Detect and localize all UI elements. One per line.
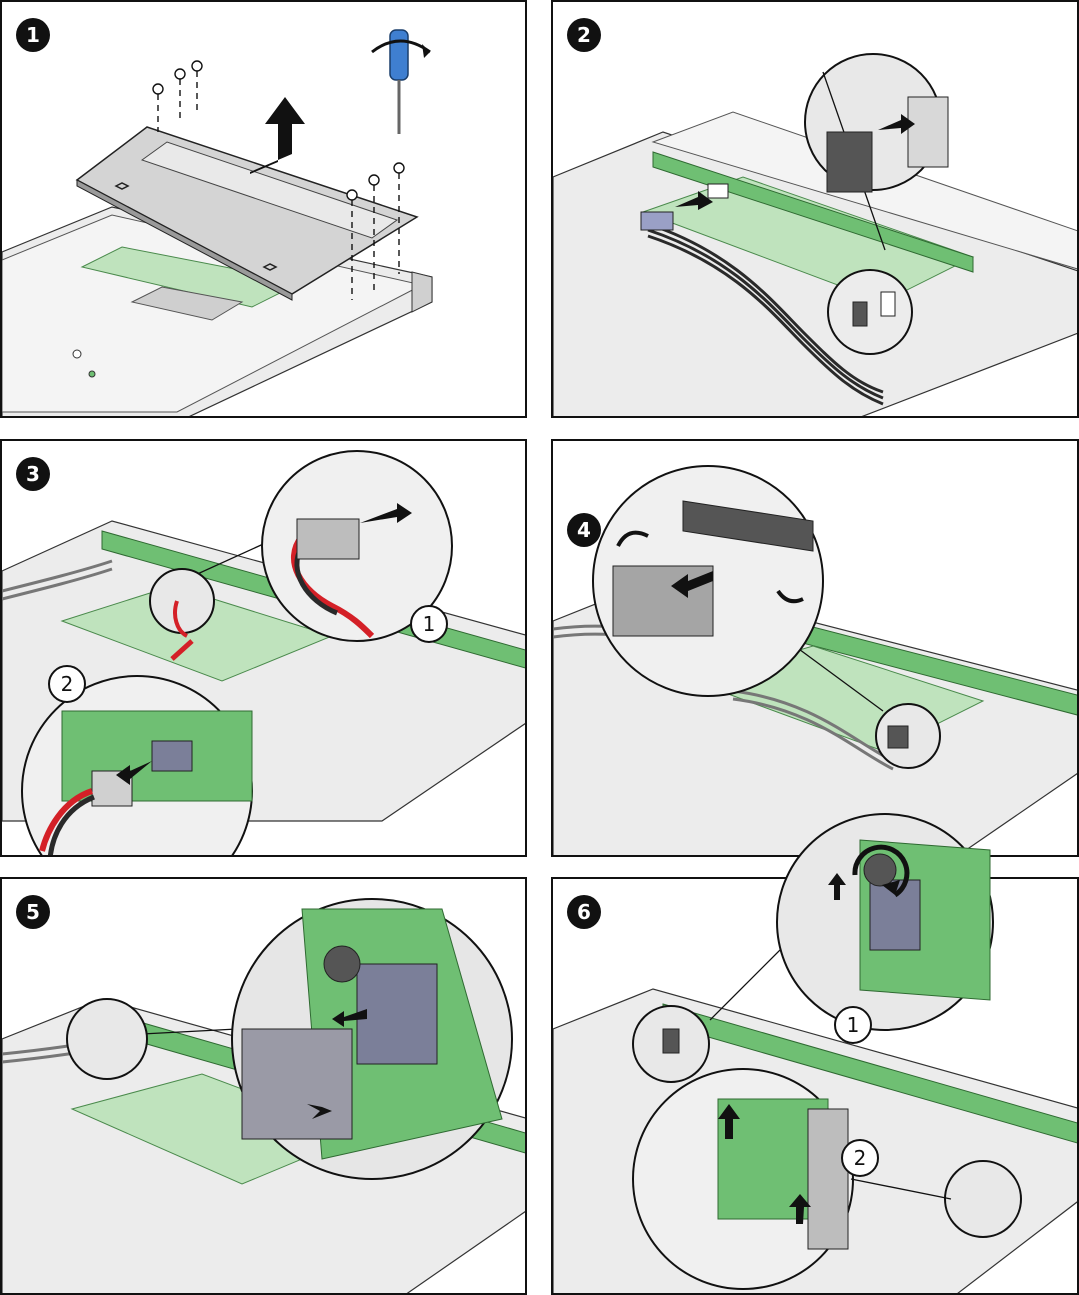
connector xyxy=(640,183,729,231)
step-number-badge: 2 xyxy=(567,18,601,52)
step-4-panel: 4 xyxy=(551,439,1079,857)
magnifier-circle-icon xyxy=(592,465,941,769)
arrow-icon xyxy=(675,191,713,210)
cable-bundle xyxy=(647,222,884,406)
magnifier-circle-icon xyxy=(66,898,513,1180)
callout-number: 1 xyxy=(410,605,448,643)
screw-icon xyxy=(114,182,278,271)
step-3-illustration xyxy=(2,520,525,822)
cable-bundle xyxy=(2,559,113,601)
step-2-illustration xyxy=(553,53,1077,416)
step-number-badge: 4 xyxy=(567,513,601,547)
step-number-badge: 1 xyxy=(16,18,50,52)
step-1-illustration xyxy=(2,29,433,416)
callout-number: 2 xyxy=(48,665,86,703)
magnifier-circle-icon xyxy=(804,53,949,355)
step-number-badge: 5 xyxy=(16,895,50,929)
step-6-illustration xyxy=(553,988,1077,1293)
magnifier-circle-icon xyxy=(632,1005,1022,1290)
step-3-panel: 3 1 2 xyxy=(0,439,527,857)
step-6-panel: 6 2 xyxy=(551,877,1079,1295)
callout-number: 2 xyxy=(841,1139,879,1177)
step-4-illustration xyxy=(553,465,1077,855)
callout-number: 1 xyxy=(834,1006,872,1044)
step-5-panel: 5 xyxy=(0,877,527,1295)
step-2-panel: 2 xyxy=(551,0,1079,418)
step-1-panel: 1 xyxy=(0,0,527,418)
arrow-icon xyxy=(250,97,305,174)
step-number-badge: 3 xyxy=(16,457,50,491)
screw-guide-lines xyxy=(157,71,400,300)
step-5-illustration xyxy=(2,898,525,1293)
step-number-badge: 6 xyxy=(567,895,601,929)
screwdriver-icon xyxy=(371,29,431,134)
fan-cover xyxy=(75,126,419,301)
